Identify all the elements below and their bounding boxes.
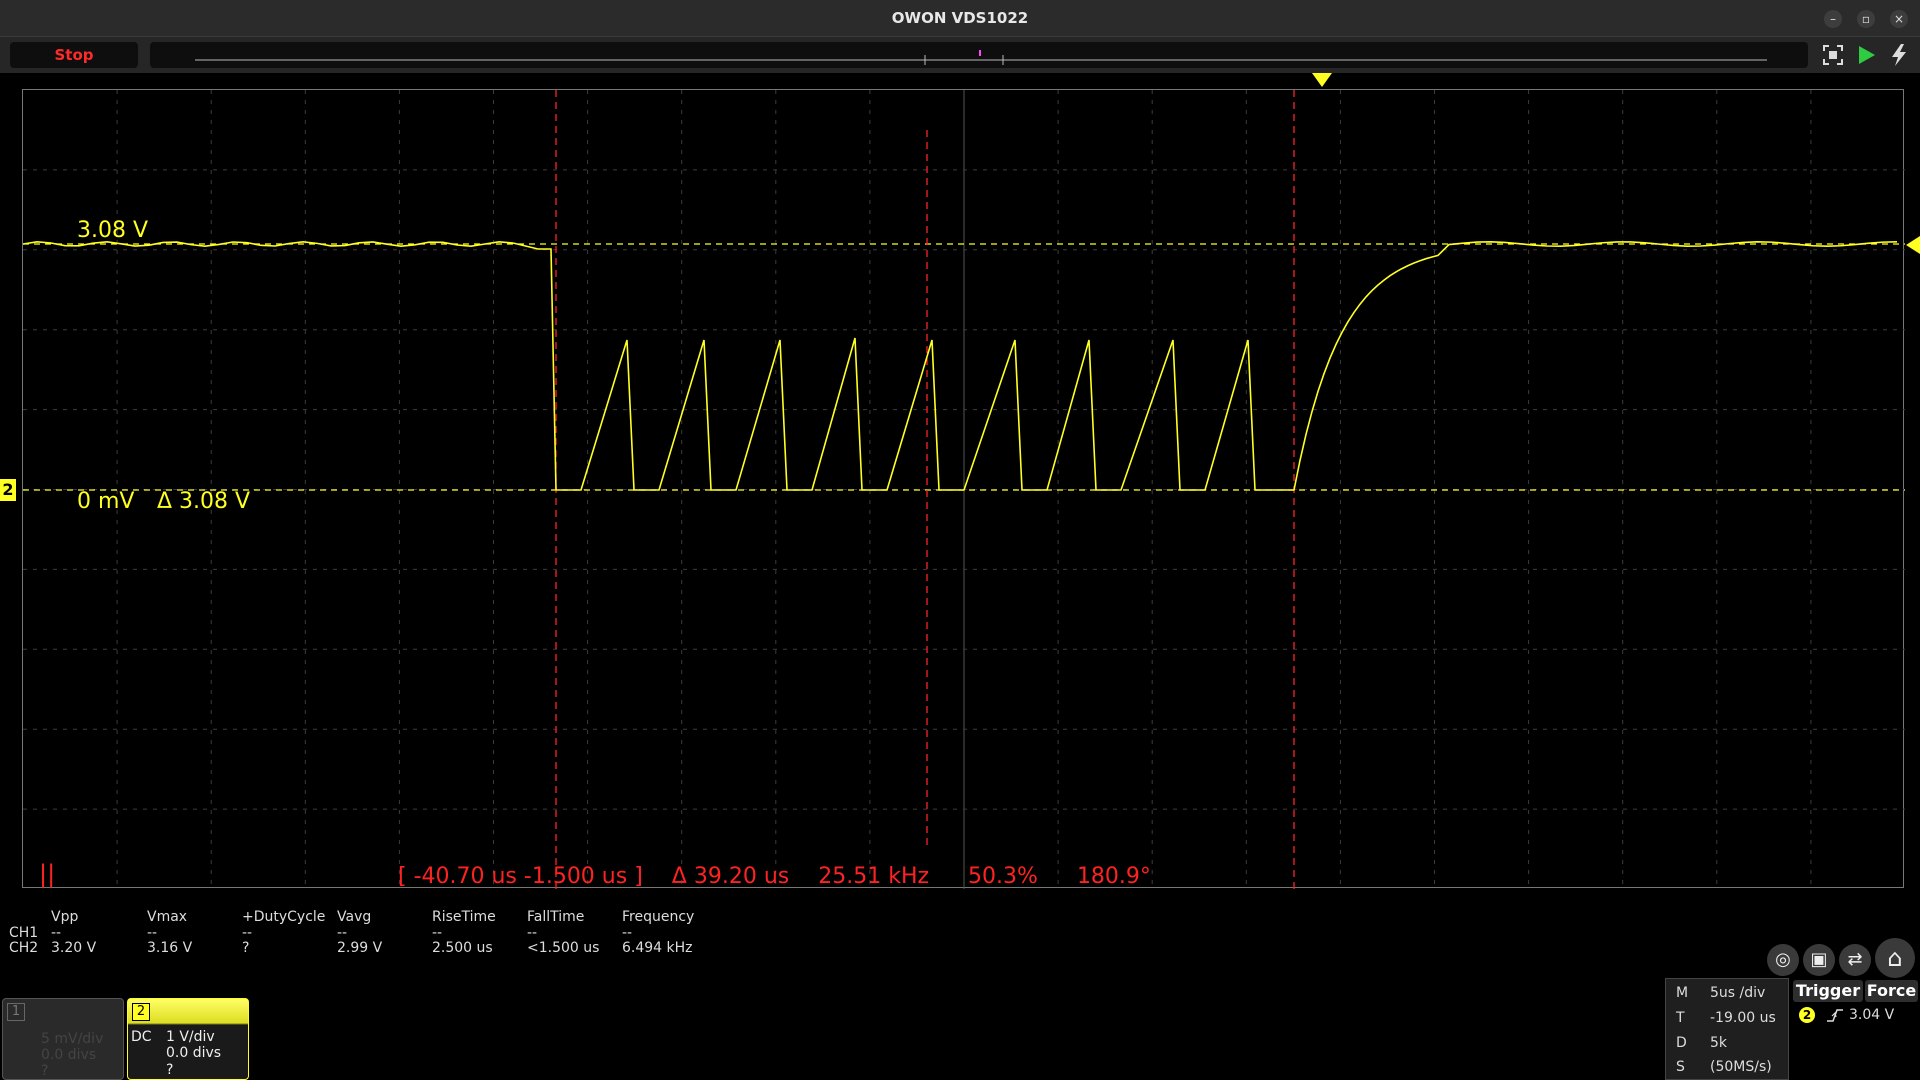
overview-track xyxy=(195,50,1767,65)
channel-2-offset: 0.0 divs xyxy=(166,1045,222,1061)
header-risetime: RiseTime xyxy=(432,909,496,925)
force-button[interactable]: Force xyxy=(1865,980,1918,1002)
ch1-frequency: -- xyxy=(622,925,633,941)
timebase-panel[interactable]: M 5us /div T -19.00 us D 5k S (50MS/s) xyxy=(1665,978,1789,1080)
timebase-row-depth: D 5k xyxy=(1666,1031,1790,1055)
channel-2-vdiv: 1 V/div xyxy=(166,1029,215,1045)
header-vpp: Vpp xyxy=(51,909,79,925)
cursor-phase: 180.9° xyxy=(1076,864,1151,889)
ch2-dutycycle: ? xyxy=(242,940,250,956)
ch2-ground-marker[interactable]: 2 xyxy=(0,479,16,501)
home-icon[interactable]: ⌂ xyxy=(1875,938,1915,978)
cursor-readout: [ -40.70 us -1.500 us ] Δ 39.20 us 25.51… xyxy=(398,864,1173,889)
ch2-falltime: <1.500 us xyxy=(527,940,600,956)
timebase-row-main: M 5us /div xyxy=(1666,981,1790,1005)
channel-2-extra: ? xyxy=(166,1062,174,1078)
level-delta-label: Δ 3.08 V xyxy=(157,489,251,514)
waveform-overview-bar[interactable] xyxy=(150,42,1808,68)
persistence-icon[interactable]: ◎ xyxy=(1767,944,1799,976)
header-frequency: Frequency xyxy=(622,909,695,925)
fullscreen-icon[interactable] xyxy=(1820,42,1846,68)
timebase-sample-value: (50MS/s) xyxy=(1710,1059,1772,1075)
timebase-main-key: M xyxy=(1676,985,1689,1001)
header-vavg: Vavg xyxy=(337,909,372,925)
ch2-vavg: 2.99 V xyxy=(337,940,383,956)
ch2-vmax: 3.16 V xyxy=(147,940,193,956)
trigger-position-marker[interactable] xyxy=(1312,73,1332,87)
cursor-delta-time: Δ 39.20 us xyxy=(671,864,790,889)
channel-1-vdiv: 5 mV/div xyxy=(41,1031,104,1047)
cursor-frequency: 25.51 kHz xyxy=(818,864,930,889)
channel-2-coupling: DC xyxy=(131,1029,152,1045)
cursor-duty: 50.3% xyxy=(968,864,1038,889)
ch2-vpp: 3.20 V xyxy=(51,940,97,956)
channel-1-number: 1 xyxy=(7,1003,25,1021)
ch1-risetime: -- xyxy=(432,925,443,941)
trigger-info[interactable]: 2 3.04 V xyxy=(1797,1006,1917,1028)
autoset-icon[interactable] xyxy=(1886,42,1912,68)
close-icon[interactable]: × xyxy=(1890,10,1908,28)
ch1-vavg: -- xyxy=(337,925,348,941)
export-icon[interactable]: ⇄ xyxy=(1839,944,1871,976)
ch1-vpp: -- xyxy=(51,925,62,941)
timebase-main-value: 5us /div xyxy=(1710,985,1766,1001)
trigger-button[interactable]: Trigger xyxy=(1793,980,1863,1002)
window-title: OWON VDS1022 xyxy=(891,9,1029,27)
timebase-depth-value: 5k xyxy=(1710,1035,1728,1051)
channel-1-offset: 0.0 divs xyxy=(41,1047,97,1063)
minimize-icon[interactable]: – xyxy=(1824,10,1842,28)
ch2-waveform-trace xyxy=(23,240,1898,491)
channel-1-extra: ? xyxy=(41,1063,49,1079)
trigger-channel-badge: 2 xyxy=(1799,1007,1815,1023)
toolbar: Stop xyxy=(0,37,1920,73)
ch2-frequency: 6.494 kHz xyxy=(622,940,693,956)
channel-2-number: 2 xyxy=(132,1003,150,1021)
header-dutycycle: +DutyCycle xyxy=(242,909,326,925)
timebase-row-trigger-time: T -19.00 us xyxy=(1666,1006,1790,1030)
ch1-dutycycle: -- xyxy=(242,925,253,941)
level-low-label: 0 mV xyxy=(77,489,135,514)
timebase-row-sample: S (50MS/s) xyxy=(1666,1055,1790,1079)
rising-edge-icon xyxy=(1825,1006,1845,1028)
row-ch2-label: CH2 xyxy=(9,940,39,956)
trigger-level-marker[interactable] xyxy=(1906,236,1920,254)
stop-button[interactable]: Stop xyxy=(10,42,138,68)
restore-icon[interactable]: ▫ xyxy=(1857,10,1875,28)
header-falltime: FallTime xyxy=(527,909,585,925)
header-vmax: Vmax xyxy=(147,909,188,925)
cursor-range: [ -40.70 us -1.500 us ] xyxy=(398,864,643,889)
measurements-table: Vpp Vmax +DutyCycle Vavg RiseTime FallTi… xyxy=(0,908,740,958)
ch1-vmax: -- xyxy=(147,925,158,941)
channel-2-card[interactable]: 2 DC 1 V/div 0.0 divs ? xyxy=(127,998,249,1080)
run-icon[interactable] xyxy=(1853,42,1879,68)
scope-display[interactable]: 3.08 V 0 mV Δ 3.08 V || xyxy=(22,89,1905,889)
ch2-risetime: 2.500 us xyxy=(432,940,493,956)
scope-canvas xyxy=(23,90,1905,889)
timebase-sample-key: S xyxy=(1676,1059,1685,1075)
timebase-trigger-key: T xyxy=(1676,1010,1685,1026)
trigger-level-value: 3.04 V xyxy=(1849,1007,1895,1023)
title-bar: OWON VDS1022 – ▫ × xyxy=(0,0,1920,37)
timebase-depth-key: D xyxy=(1676,1035,1687,1051)
pause-marker: || xyxy=(39,860,56,888)
channel-1-card[interactable]: 1 5 mV/div 0.0 divs ? xyxy=(2,998,124,1080)
ch1-falltime: -- xyxy=(527,925,538,941)
level-high-label: 3.08 V xyxy=(77,218,149,243)
timebase-trigger-value: -19.00 us xyxy=(1710,1010,1776,1026)
save-icon[interactable]: ▣ xyxy=(1803,944,1835,976)
row-ch1-label: CH1 xyxy=(9,925,39,941)
